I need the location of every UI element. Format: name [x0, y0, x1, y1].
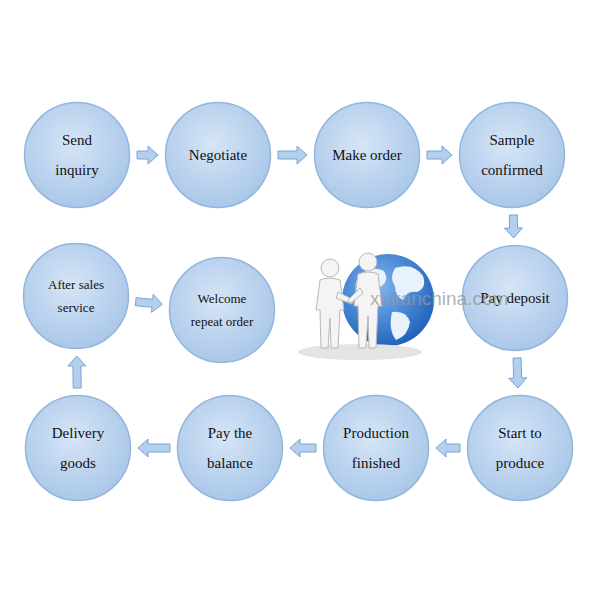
- process-circle: Start to produce: [466, 394, 574, 502]
- block-arrow: [137, 146, 158, 164]
- step-text: Make order: [332, 140, 402, 170]
- circle-outline: [168, 256, 276, 364]
- step-text: Pay the balance: [194, 418, 266, 478]
- text-holder: Make order: [313, 101, 421, 209]
- block-arrow: [427, 146, 452, 164]
- process-circle: Delivery goods: [24, 394, 132, 502]
- text-holder: Welcome repeat order: [168, 256, 276, 364]
- circle-outline: [24, 394, 132, 502]
- step-text: Send inquiry: [41, 125, 113, 185]
- step-text: Start to produce: [484, 418, 556, 478]
- process-circle: Production finished: [322, 394, 430, 502]
- circle-outline: [23, 101, 131, 209]
- watermark: xinranchina.com: [370, 288, 508, 310]
- block-arrow: [509, 358, 527, 388]
- step-text: After sales service: [40, 273, 112, 320]
- text-holder: Negotiate: [164, 101, 272, 209]
- circle-outline: [176, 394, 284, 502]
- process-circle: Make order: [313, 101, 421, 209]
- process-circle: Send inquiry: [23, 101, 131, 209]
- process-circle: After sales service: [22, 242, 130, 350]
- process-circle: Welcome repeat order: [168, 256, 276, 364]
- block-arrow: [505, 215, 523, 238]
- step-text: Delivery goods: [42, 418, 114, 478]
- block-arrow: [278, 146, 307, 164]
- circle-outline: [22, 242, 130, 350]
- text-holder: Pay the balance: [176, 394, 284, 502]
- text-holder: Sample confirmed: [458, 101, 566, 209]
- text-holder: Send inquiry: [23, 101, 131, 209]
- text-holder: Start to produce: [466, 394, 574, 502]
- text-holder: Production finished: [322, 394, 430, 502]
- text-holder: After sales service: [22, 242, 130, 350]
- process-circle: Sample confirmed: [458, 101, 566, 209]
- process-circle: Negotiate: [164, 101, 272, 209]
- block-arrow: [290, 439, 316, 457]
- circle-outline: [466, 394, 574, 502]
- block-arrow: [138, 439, 170, 457]
- person: [316, 259, 354, 348]
- step-text: Negotiate: [189, 140, 247, 170]
- block-arrow: [68, 356, 86, 388]
- circle-outline: [458, 101, 566, 209]
- block-arrow: [135, 294, 162, 312]
- step-text: Sample confirmed: [476, 125, 548, 185]
- circle-outline: [322, 394, 430, 502]
- step-text: Production finished: [340, 418, 412, 478]
- step-text: Welcome repeat order: [186, 287, 258, 334]
- process-circle: Pay the balance: [176, 394, 284, 502]
- text-holder: Delivery goods: [24, 394, 132, 502]
- continent: [391, 312, 410, 340]
- block-arrow: [436, 439, 460, 457]
